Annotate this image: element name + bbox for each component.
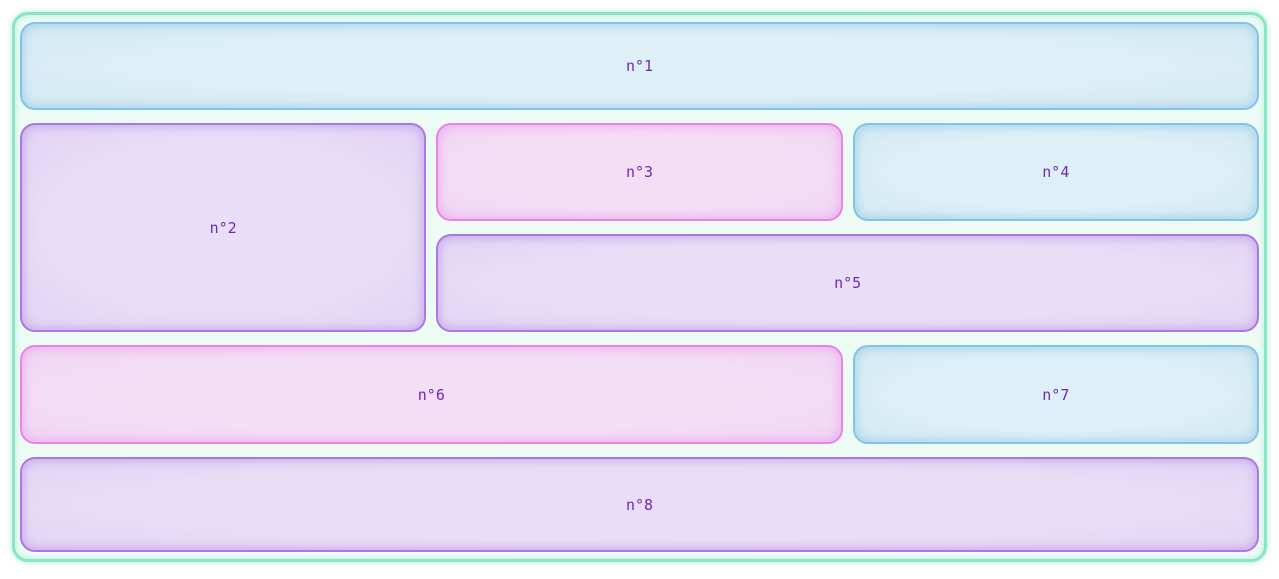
grid-item-7: n°7	[852, 345, 1259, 444]
grid-item-8-label: n°8	[625, 495, 654, 514]
grid-item-7-label: n°7	[1042, 385, 1070, 404]
grid-item-4-label: n°4	[1042, 163, 1070, 181]
grid-item-3-label: n°3	[625, 163, 654, 181]
grid-item-5-label: n°5	[834, 274, 862, 292]
grid-item-1: n°1	[20, 22, 1259, 110]
grid-item-6-label: n°6	[417, 385, 445, 404]
grid-container: n°1 n°2 n°3 n°4 n°5 n°6 n°7 n°8	[12, 12, 1267, 562]
grid-item-5: n°5	[436, 234, 1259, 332]
grid: n°1 n°2 n°3 n°4 n°5 n°6 n°7 n°8	[20, 22, 1259, 552]
grid-item-4: n°4	[852, 123, 1259, 221]
grid-item-2: n°2	[20, 123, 427, 332]
grid-item-2-label: n°2	[209, 218, 237, 237]
grid-item-6: n°6	[20, 345, 843, 444]
grid-item-1-label: n°1	[625, 57, 654, 75]
grid-item-8: n°8	[20, 457, 1259, 552]
grid-item-3: n°3	[436, 123, 843, 221]
